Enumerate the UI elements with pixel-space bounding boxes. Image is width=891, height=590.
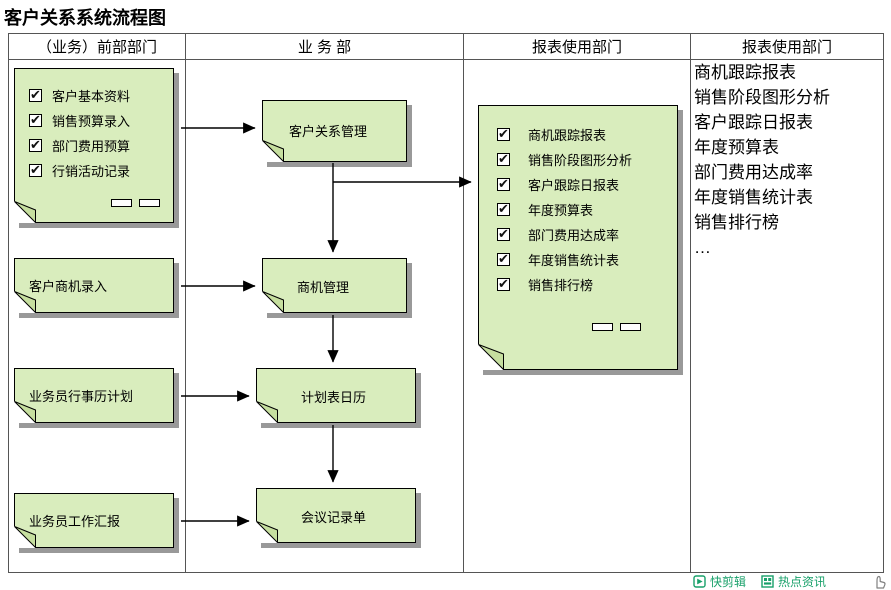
list-item-label: 客户跟踪日报表 — [528, 178, 620, 193]
swimlane-table: （业务）前部部门 业 务 部 报表使用部门 报表使用部门 — [8, 33, 884, 573]
list-item: 部门费用达成率 — [497, 222, 671, 247]
list-item: 年度预算表 — [497, 197, 671, 222]
list-item: 客户跟踪日报表 — [497, 172, 671, 197]
folded-corner-icon — [14, 201, 36, 223]
hot-news-button[interactable]: 热点资讯 — [761, 573, 826, 590]
doc-calendar-plan: 业务员行事历计划 — [14, 368, 174, 423]
folded-corner-icon — [14, 526, 36, 548]
checked-box-icon — [497, 277, 510, 291]
process-label: 商机管理 — [297, 280, 350, 295]
process-label: 计划表日历 — [301, 390, 367, 405]
folded-corner-icon — [14, 291, 36, 313]
folded-corner-icon — [256, 401, 278, 423]
report-name: 年度预算表 — [694, 138, 779, 157]
list-item-label: 商机跟踪报表 — [528, 128, 607, 143]
list-item: 客户基本资料 — [29, 83, 167, 108]
list-item-label: 部门费用预算 — [52, 139, 131, 154]
doc-opportunity-entry: 客户商机录入 — [14, 258, 174, 313]
folded-corner-icon — [478, 344, 504, 370]
checked-box-icon — [497, 227, 510, 241]
list-item-label: 年度销售统计表 — [528, 253, 620, 268]
report-name: … — [694, 238, 711, 257]
report-name: 销售阶段图形分析 — [694, 88, 830, 107]
doc-input-forms: 客户基本资料 销售预算录入 部门费用预算 行销活动记录 — [14, 68, 174, 223]
quick-clip-icon — [693, 574, 706, 588]
checked-box-icon — [497, 127, 510, 141]
quick-clip-label: 快剪辑 — [709, 574, 746, 589]
swimlane-headers: （业务）前部部门 业 务 部 报表使用部门 报表使用部门 — [9, 34, 883, 60]
list-item: 销售预算录入 — [29, 108, 167, 133]
report-name: 商机跟踪报表 — [694, 63, 796, 82]
report-names-list: 商机跟踪报表 销售阶段图形分析 客户跟踪日报表 年度预算表 部门费用达成率 年度… — [694, 60, 880, 260]
list-item-label: 销售预算录入 — [52, 114, 131, 129]
page-title: 客户关系系统流程图 — [4, 8, 166, 28]
list-item-label: 部门费用达成率 — [528, 228, 620, 243]
column-header-business-dept: 业 务 部 — [186, 34, 464, 59]
hot-news-icon — [761, 574, 774, 588]
report-name: 销售排行榜 — [694, 213, 779, 232]
list-item-label: 销售阶段图形分析 — [528, 153, 633, 168]
report-items-list: 商机跟踪报表 销售阶段图形分析 客户跟踪日报表 年度预算表 部门费用达成率 年度… — [497, 122, 671, 297]
window-button-icon — [592, 323, 613, 331]
window-button-icon — [139, 199, 160, 207]
list-item: 销售排行榜 — [497, 272, 671, 297]
lane-front-dept — [9, 60, 186, 572]
checked-box-icon — [29, 113, 42, 127]
doc-report-collection: 商机跟踪报表 销售阶段图形分析 客户跟踪日报表 年度预算表 部门费用达成率 年度… — [478, 105, 678, 370]
report-name: 年度销售统计表 — [694, 188, 813, 207]
quick-clip-button[interactable]: 快剪辑 — [693, 573, 746, 590]
report-name: 部门费用达成率 — [694, 163, 813, 182]
list-item-label: 销售排行榜 — [528, 278, 594, 293]
list-item-label: 客户基本资料 — [52, 89, 131, 104]
window-button-icon — [111, 199, 132, 207]
column-header-front-dept: （业务）前部部门 — [9, 34, 186, 59]
folded-corner-icon — [262, 140, 284, 162]
process-label: 客户关系管理 — [289, 124, 368, 139]
folded-corner-icon — [262, 291, 284, 313]
checked-box-icon — [497, 152, 510, 166]
list-item: 销售阶段图形分析 — [497, 147, 671, 172]
lane-business-dept — [186, 60, 464, 572]
input-forms-list: 客户基本资料 销售预算录入 部门费用预算 行销活动记录 — [29, 83, 167, 183]
process-opportunity-mgmt: 商机管理 — [262, 258, 407, 313]
column-header-report-dept: 报表使用部门 — [464, 34, 691, 59]
list-item: 年度销售统计表 — [497, 247, 671, 272]
doc-work-report: 业务员工作汇报 — [14, 493, 174, 548]
checked-box-icon — [497, 177, 510, 191]
window-button-icon — [620, 323, 641, 331]
window-controls — [111, 199, 160, 207]
process-meeting-record: 会议记录单 — [256, 488, 416, 543]
folded-corner-icon — [14, 401, 36, 423]
checked-box-icon — [29, 163, 42, 177]
column-header-report-dept-2: 报表使用部门 — [741, 39, 832, 56]
hot-news-label: 热点资讯 — [777, 574, 826, 589]
checked-box-icon — [29, 138, 42, 152]
report-name: 客户跟踪日报表 — [694, 113, 813, 132]
list-item: 行销活动记录 — [29, 158, 167, 183]
process-plan-calendar: 计划表日历 — [256, 368, 416, 423]
swimlane-body — [9, 60, 883, 572]
list-item: 商机跟踪报表 — [497, 122, 671, 147]
doc-label: 客户商机录入 — [29, 279, 108, 294]
process-crm: 客户关系管理 — [262, 100, 407, 162]
doc-label: 业务员工作汇报 — [29, 514, 121, 529]
doc-label: 业务员行事历计划 — [29, 389, 134, 404]
browser-statusbar: 快剪辑 热点资讯 — [693, 573, 887, 589]
lane-report-dept — [464, 60, 691, 572]
checked-box-icon — [497, 202, 510, 216]
list-item-label: 年度预算表 — [528, 203, 594, 218]
list-item: 部门费用预算 — [29, 133, 167, 158]
process-label: 会议记录单 — [301, 510, 367, 525]
window-controls — [592, 323, 641, 331]
folded-corner-icon — [256, 521, 278, 543]
checked-box-icon — [497, 252, 510, 266]
hand-cursor-icon[interactable] — [873, 574, 887, 589]
list-item-label: 行销活动记录 — [52, 164, 131, 179]
checked-box-icon — [29, 88, 42, 102]
